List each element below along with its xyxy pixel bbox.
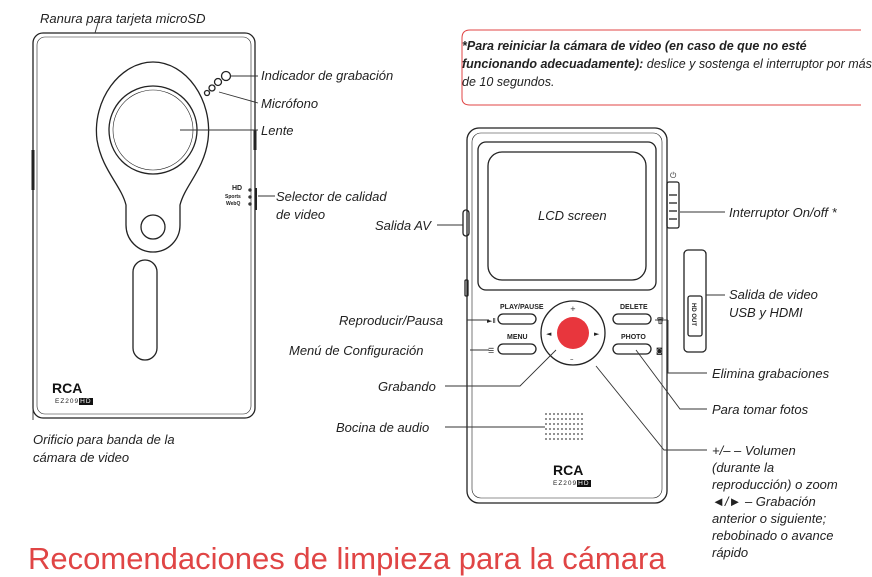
section-heading: Recomendaciones de limpieza para la cáma… (28, 541, 666, 576)
label-vol-6: rebobinado o avance (712, 528, 834, 543)
label-usb-1: Salida de video (729, 287, 818, 302)
lens-housing (95, 61, 210, 253)
label-microsd: Ranura para tarjeta microSD (40, 11, 206, 26)
front-slot (132, 259, 158, 361)
note-box (461, 29, 861, 106)
label-strap-2: cámara de video (33, 450, 130, 465)
reset-note-bold: *Para reiniciar la cámara de video (en c… (462, 39, 807, 71)
svg-text:►Ⅱ: ►Ⅱ (487, 317, 496, 325)
lcd-screen-text: LCD screen (538, 208, 607, 223)
label-menu-config: Menú de Configuración (289, 343, 424, 358)
label-vol-5: anterior o siguiente; (712, 511, 827, 526)
btn-photo-text: PHOTO (621, 334, 646, 341)
brand-logo-back: RCA (553, 462, 584, 478)
camera-back-body (466, 127, 668, 504)
hd-out-text: HD OUT (690, 303, 696, 326)
svg-text:►: ► (594, 330, 600, 338)
speaker-grille (545, 413, 583, 440)
btn-menu-text: MENU (507, 334, 528, 341)
btn-play-text: PLAY/PAUSE (500, 304, 544, 311)
model-front: EZ209HD (55, 398, 93, 405)
model-back: EZ209HD (553, 480, 591, 487)
svg-text:+: + (570, 305, 576, 313)
diagram-drawing: ⏻ + – ◄ ► ►Ⅱ ☰ 🗑 ◙ (31, 15, 861, 504)
svg-text:⏻: ⏻ (670, 171, 677, 180)
label-strap-1: Orificio para banda de la (33, 432, 175, 447)
label-delete: Elimina grabaciones (712, 366, 830, 381)
camera-front-body (32, 32, 256, 419)
lcd-bezel (477, 141, 657, 291)
svg-text:–: – (570, 355, 574, 363)
btn-delete-text: DELETE (620, 304, 648, 311)
label-quality-2: de video (276, 207, 326, 222)
reset-note-rest: deslice y sostenga el interruptor por má… (462, 57, 872, 89)
label-vol-2: (durante la (712, 460, 775, 475)
label-mic: Micrófono (261, 96, 319, 111)
label-quality-1: Selector de calidad (276, 189, 387, 204)
lcd-screen (487, 151, 647, 281)
label-av-out: Salida AV (375, 218, 431, 233)
svg-text:◙: ◙ (656, 347, 663, 355)
label-vol-7: rápido (712, 545, 749, 560)
label-usb-2: USB y HDMI (729, 305, 803, 320)
reset-note: *Para reiniciar la cámara de video (en c… (462, 37, 872, 91)
usb-hdmi-port (683, 249, 707, 353)
quality-webq: WebQ (226, 201, 241, 207)
label-vol-1: +/– – Volumen (712, 443, 796, 458)
quality-sports: Sports (225, 194, 241, 200)
label-vol-3: reproducción) o zoom (712, 477, 838, 492)
label-onoff: Interruptor On/off * (729, 205, 837, 220)
label-vol-4: ◄/► – Grabación (712, 494, 816, 509)
label-speaker: Bocina de audio (336, 420, 430, 435)
svg-text:☰: ☰ (488, 347, 494, 355)
quality-hd: HD (232, 185, 243, 192)
control-pad (540, 300, 606, 366)
label-record: Grabando (378, 379, 436, 394)
brand-logo-front: RCA (52, 380, 83, 396)
label-indicator: Indicador de grabación (261, 68, 394, 83)
label-photo: Para tomar fotos (712, 402, 809, 417)
svg-text:🗑: 🗑 (656, 316, 665, 325)
label-play: Reproducir/Pausa (339, 313, 444, 328)
label-lens: Lente (261, 123, 294, 138)
svg-text:◄: ◄ (546, 330, 552, 338)
record-button (557, 317, 589, 349)
